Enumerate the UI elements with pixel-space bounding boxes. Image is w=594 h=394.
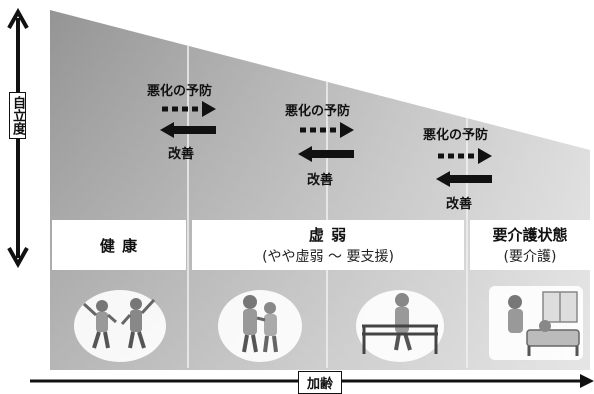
- improvement-label-1: 改善: [168, 147, 195, 162]
- stage-care-subtitle: (要介護): [503, 249, 557, 265]
- prevention-label-2: 悪化の予防: [285, 104, 351, 119]
- prevention-arrow-3: [438, 148, 492, 164]
- age-axis-label: 加齢: [298, 371, 343, 394]
- prevention-arrow-2: [300, 122, 354, 138]
- exercising-seniors-icon: [74, 290, 166, 362]
- improvement-arrow-2: [298, 146, 354, 162]
- stage-care-box: 要介護状態 (要介護): [470, 220, 590, 270]
- stage-frail-box: 虚 弱 (やや虚弱 ～ 要支援): [192, 220, 464, 270]
- parallel-bars-rehab-icon: [356, 290, 444, 362]
- improvement-arrow-1: [160, 122, 216, 138]
- stage-healthy-box: 健 康: [52, 220, 186, 270]
- stage-frail-title: 虚 弱: [308, 226, 348, 244]
- stage-frail-subtitle: (やや虚弱 ～ 要支援): [262, 249, 394, 265]
- independence-axis-label: 自立度: [9, 92, 26, 139]
- walking-with-helper-icon: [218, 290, 302, 362]
- stage-healthy-title: 健 康: [99, 236, 139, 255]
- prevention-arrow-1: [162, 101, 216, 117]
- bedridden-care-icon: [489, 286, 583, 360]
- improvement-label-2: 改善: [307, 173, 334, 188]
- improvement-arrow-3: [436, 171, 492, 187]
- improvement-label-3: 改善: [446, 197, 473, 212]
- prevention-label-3: 悪化の予防: [423, 128, 489, 143]
- prevention-label-1: 悪化の予防: [147, 84, 213, 99]
- stage-care-title: 要介護状態: [492, 226, 568, 244]
